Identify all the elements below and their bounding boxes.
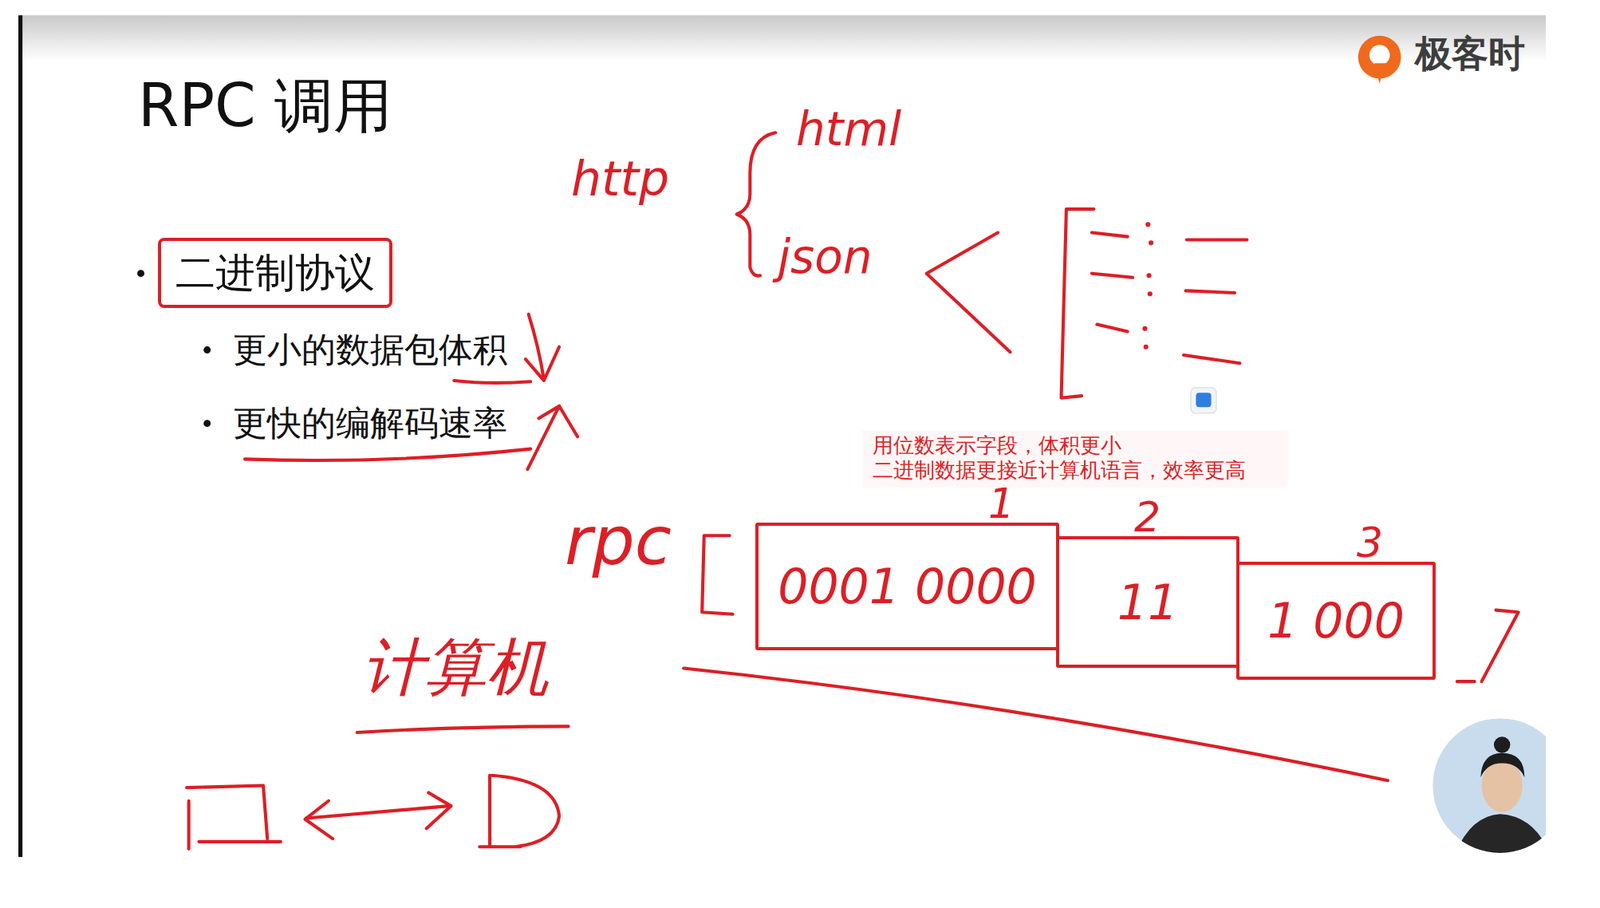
handwritten-note: rpc (564, 500, 672, 582)
handwritten-note: http (571, 149, 670, 208)
ink-dots (1142, 221, 1154, 350)
bit-field: 11 (1117, 573, 1179, 631)
ink-underline (357, 725, 569, 733)
ink-row (1091, 273, 1235, 293)
note-ground (862, 430, 1288, 489)
overlay-note: 二进制数据更接近计算机语言，效率更高 (872, 457, 1246, 483)
slide-edge (18, 15, 23, 857)
bit-field: 0001 0000 (777, 557, 1037, 615)
computer-sketch (479, 775, 560, 848)
ink-row (1091, 232, 1247, 241)
presenter-camera (1432, 717, 1546, 857)
bullet-text: 更快的编解码速率 (232, 402, 508, 445)
presenter-hair (1480, 752, 1525, 778)
ink-arrowhead (305, 800, 334, 839)
callout-number: 1 (988, 482, 1015, 525)
app-icon-mark (1195, 392, 1211, 407)
bullet-dot (203, 419, 211, 427)
ink-bracket (1457, 610, 1519, 682)
ink-brace (736, 132, 777, 276)
box-text: 二进制协议 (175, 248, 375, 297)
top-shade (20, 15, 1547, 62)
field-box: 211 (1056, 535, 1240, 668)
logo-text: 极客时 (1414, 31, 1526, 76)
handwritten-note: json (777, 229, 873, 286)
presenter-bun (1493, 736, 1510, 753)
ink-underline (244, 449, 531, 461)
ink-row (1096, 324, 1240, 364)
callout-number: 3 (1356, 521, 1384, 564)
ink-arrowhead (538, 405, 578, 437)
callout-number: 2 (1134, 496, 1161, 538)
handwritten-note: html (796, 102, 902, 158)
ink-underline (453, 380, 531, 383)
logo-icon (1358, 35, 1402, 84)
handwritten-note: 计算机 (362, 630, 549, 706)
ink-arrowhead (426, 792, 452, 829)
field-box: 10001 0000 (755, 522, 1060, 651)
presenter-view (1432, 717, 1546, 857)
bullet-text: 更小的数据包体积 (232, 329, 508, 371)
ink-dot (1146, 272, 1151, 278)
ink-arrowhead (525, 346, 560, 381)
bullet-dot (203, 346, 211, 354)
highlight-box: 二进制协议 (157, 237, 393, 308)
ink-dot (1143, 344, 1149, 350)
ink-dot (1148, 240, 1154, 245)
ink-angle (926, 232, 1011, 353)
field-box: 31 000 (1236, 561, 1436, 680)
bit-field: 1 000 (1267, 591, 1405, 650)
ink-dot (1142, 326, 1147, 332)
logo-hole (1369, 44, 1391, 66)
ink-dot (1145, 221, 1151, 227)
slide-ground (20, 15, 1547, 857)
app-icon-ground (1190, 387, 1217, 414)
slide-title: RPC 调用 (137, 70, 393, 142)
bullet-dot (137, 269, 145, 277)
ink-double-arrow (306, 805, 450, 818)
presenter-shirt (1454, 813, 1546, 857)
logo-tail (1374, 63, 1386, 84)
ink-bracket (1061, 208, 1095, 399)
app-icon (1190, 387, 1217, 414)
ink-dot (1147, 291, 1153, 296)
computer-sketch (186, 785, 281, 849)
ink-underline (683, 668, 1388, 781)
ink-bracket (701, 535, 733, 614)
overlay-note: 用位数表示字段，体积更小 (872, 433, 1122, 458)
